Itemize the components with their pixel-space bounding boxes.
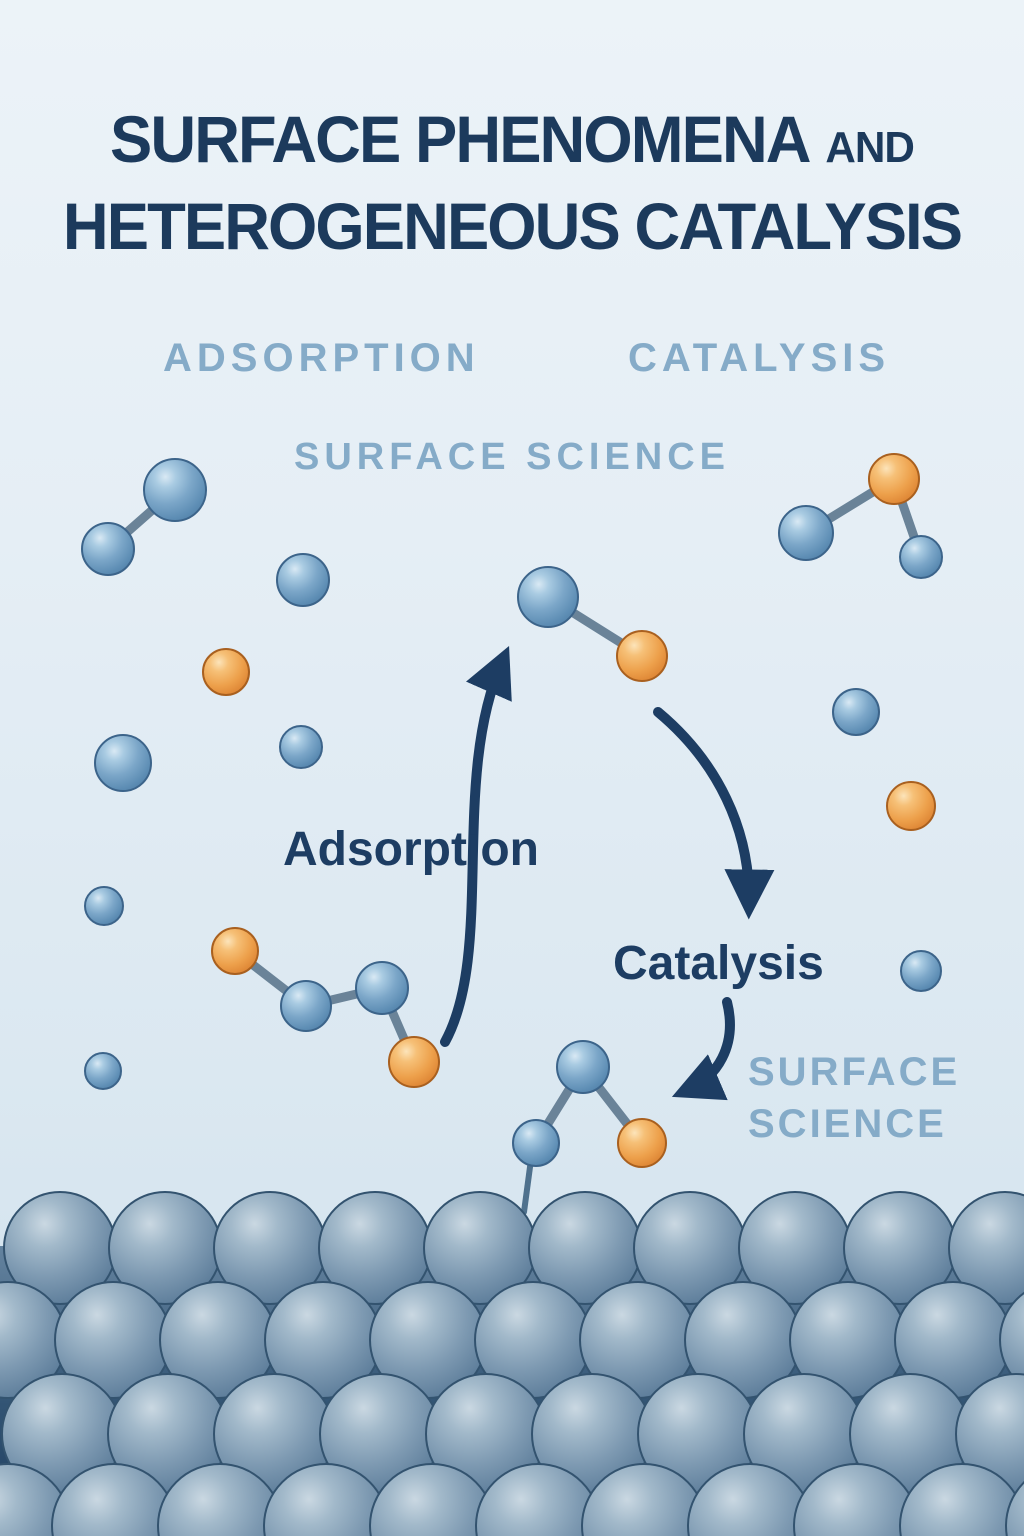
keyword-adsorption: ADSORPTION bbox=[163, 336, 480, 380]
orange-molecule-sphere bbox=[211, 927, 259, 975]
blue-molecule-sphere bbox=[280, 980, 332, 1032]
blue-molecule-sphere bbox=[81, 522, 135, 576]
orange-molecule-sphere bbox=[886, 781, 936, 831]
catalysis-arrow-upper bbox=[653, 707, 775, 920]
blue-molecule-sphere bbox=[517, 566, 579, 628]
blue-molecule-sphere bbox=[279, 725, 323, 769]
keyword-surface-science: SURFACE SCIENCE bbox=[293, 436, 731, 478]
keyword-catalysis: CATALYSIS bbox=[628, 336, 891, 380]
orange-molecule-sphere bbox=[388, 1036, 440, 1088]
blue-molecule-sphere bbox=[94, 734, 152, 792]
blue-molecule-sphere bbox=[84, 886, 124, 926]
title-and-text: AND bbox=[825, 123, 915, 172]
title-line2-text: HETEROGENEOUS CATALYSIS bbox=[62, 189, 963, 264]
label-surface-line1: SURFACE bbox=[748, 1050, 961, 1094]
label-catalysis: Catalysis bbox=[613, 937, 824, 990]
catalysis-arrow-lower bbox=[671, 997, 735, 1101]
blue-molecule-sphere bbox=[512, 1119, 560, 1167]
label-adsorption: Adsorption bbox=[283, 823, 539, 876]
blue-molecule-sphere bbox=[355, 961, 409, 1015]
blue-molecule-sphere bbox=[276, 553, 330, 607]
blue-molecule-sphere bbox=[556, 1040, 610, 1094]
blue-molecule-sphere bbox=[778, 505, 834, 561]
orange-molecule-sphere bbox=[617, 1118, 667, 1168]
label-surface-science: SURFACE SCIENCE bbox=[748, 1046, 960, 1150]
blue-molecule-sphere bbox=[84, 1052, 122, 1090]
blue-molecule-sphere bbox=[832, 688, 880, 736]
blue-molecule-sphere bbox=[900, 950, 942, 992]
orange-molecule-sphere bbox=[616, 630, 668, 682]
blue-molecule-sphere bbox=[143, 458, 207, 522]
title-line-1: SURFACE PHENOMENA AND bbox=[20, 96, 1003, 183]
blue-molecule-sphere bbox=[899, 535, 943, 579]
title-line-2: HETEROGENEOUS CATALYSIS bbox=[20, 183, 1003, 270]
page-title: SURFACE PHENOMENA AND HETEROGENEOUS CATA… bbox=[20, 96, 1003, 270]
title-line1-text: SURFACE PHENOMENA bbox=[110, 102, 812, 176]
label-surface-line2: SCIENCE bbox=[748, 1102, 947, 1146]
orange-molecule-sphere bbox=[202, 648, 250, 696]
orange-molecule-sphere bbox=[868, 453, 920, 505]
